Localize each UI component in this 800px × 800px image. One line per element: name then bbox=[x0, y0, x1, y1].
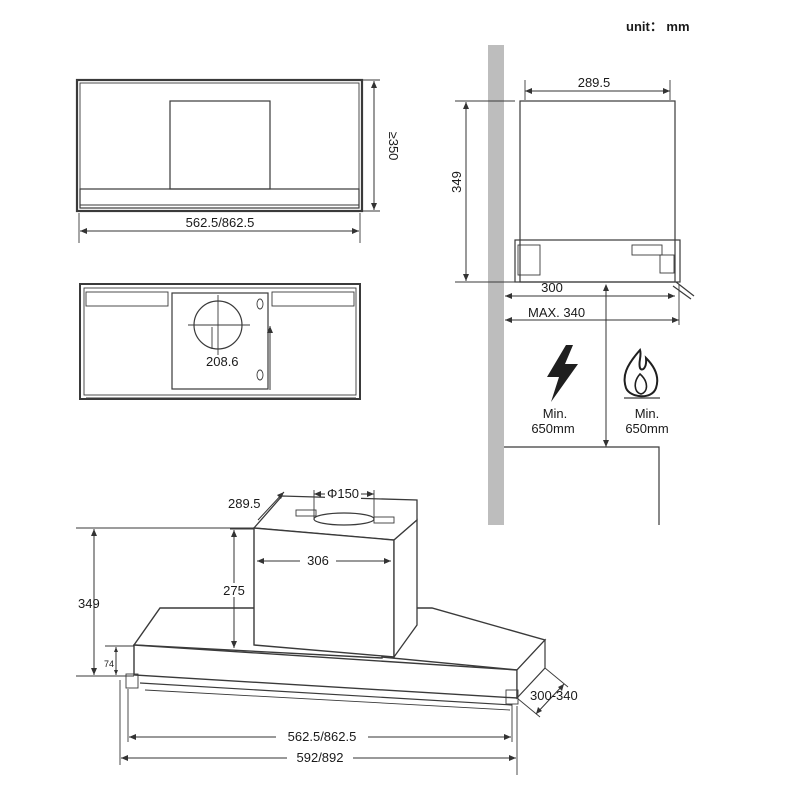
unit-label: unit： mm bbox=[626, 19, 690, 34]
iso-chimney-width-label: 306 bbox=[307, 553, 329, 568]
bottom-view-motor-panel bbox=[171, 292, 269, 390]
iso-total-height-label: 349 bbox=[78, 596, 100, 611]
iso-extension-line bbox=[535, 683, 565, 715]
front-width-label: 562.5/862.5 bbox=[186, 215, 255, 230]
gas-clearance-line2: 650mm bbox=[625, 421, 668, 436]
front-view-canopy bbox=[79, 188, 360, 209]
front-view: 562.5/862.5 ≥350 bbox=[75, 78, 401, 243]
side-height-label: 349 bbox=[449, 171, 464, 193]
gas-flame-icon bbox=[623, 348, 660, 399]
bottom-view-body bbox=[79, 283, 361, 400]
side-top-depth-label: 289.5 bbox=[578, 75, 611, 90]
bottom-offset-label: 208.6 bbox=[206, 354, 239, 369]
iso-extension-label: 300-340 bbox=[530, 688, 578, 703]
side-view: 289.5 349 300 MAX. 340 Min. 650mm bbox=[449, 45, 695, 525]
side-depth-label: 300 bbox=[541, 280, 563, 295]
front-view-body bbox=[75, 78, 364, 213]
iso-duct-diameter-label: Φ150 bbox=[327, 486, 359, 501]
side-view-canopy bbox=[514, 239, 681, 283]
electric-clearance-line2: 650mm bbox=[531, 421, 574, 436]
cooktop-outline bbox=[504, 446, 660, 525]
iso-chimney-depth-label: 289.5 bbox=[228, 496, 261, 511]
front-height-label: ≥350 bbox=[386, 132, 401, 161]
chimney-side bbox=[393, 518, 418, 660]
bottom-view: 208.6 bbox=[79, 283, 361, 400]
isometric-view: 289.5 Φ150 306 275 349 74 bbox=[76, 486, 578, 775]
iso-outer-width-label: 592/892 bbox=[297, 750, 344, 765]
electric-bolt-icon bbox=[547, 345, 578, 402]
iso-inner-width-label: 562.5/862.5 bbox=[288, 729, 357, 744]
gas-clearance-line1: Min. bbox=[635, 406, 660, 421]
side-max-depth-label: MAX. 340 bbox=[528, 305, 585, 320]
wall bbox=[488, 45, 504, 525]
chimney-front bbox=[253, 527, 395, 658]
iso-canopy-height-label: 74 bbox=[104, 659, 114, 669]
electric-clearance-line1: Min. bbox=[543, 406, 568, 421]
iso-chimney-height-label: 275 bbox=[223, 583, 245, 598]
